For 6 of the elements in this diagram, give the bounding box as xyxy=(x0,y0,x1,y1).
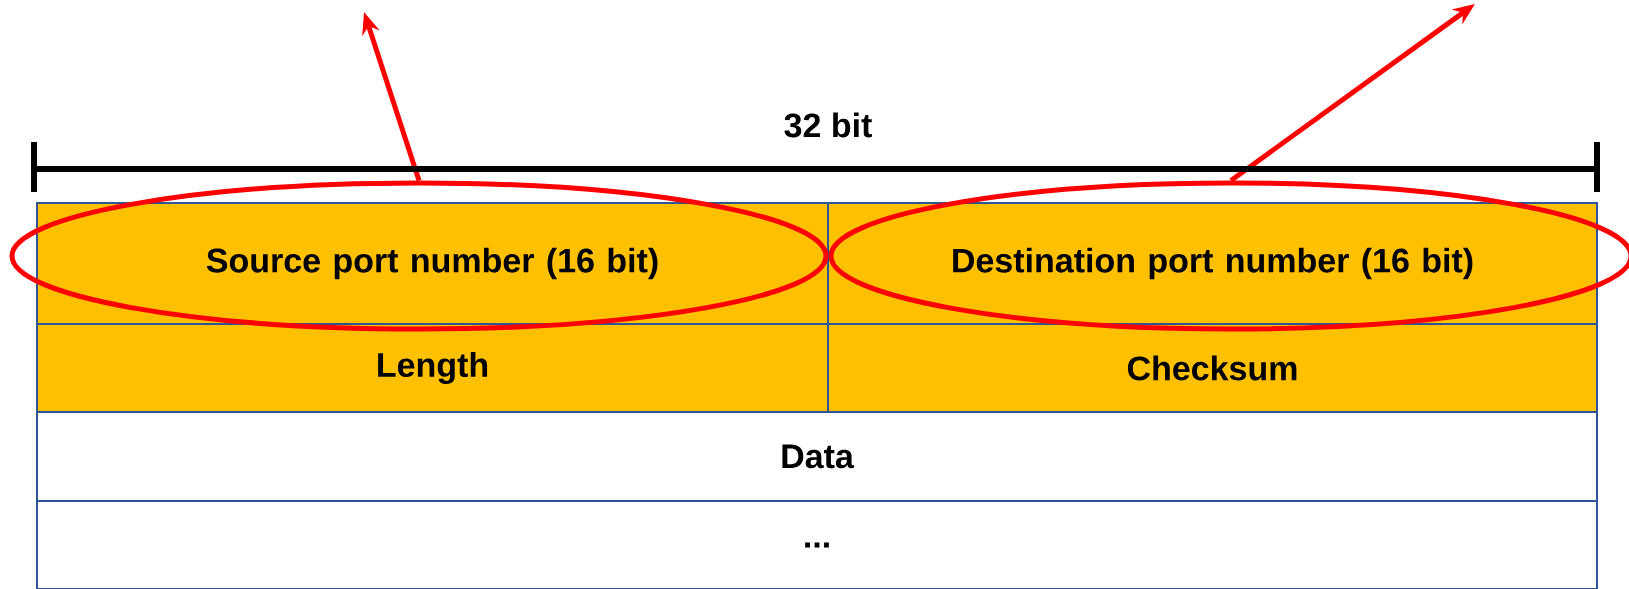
table-cell: Checksum xyxy=(827,323,1598,413)
table-cell: Length xyxy=(36,323,829,413)
table-cell: Data xyxy=(36,411,1598,502)
dimension-label: 32 bit xyxy=(784,112,872,138)
highlight-ellipse xyxy=(9,180,829,332)
table-cell: ... xyxy=(36,500,1598,589)
